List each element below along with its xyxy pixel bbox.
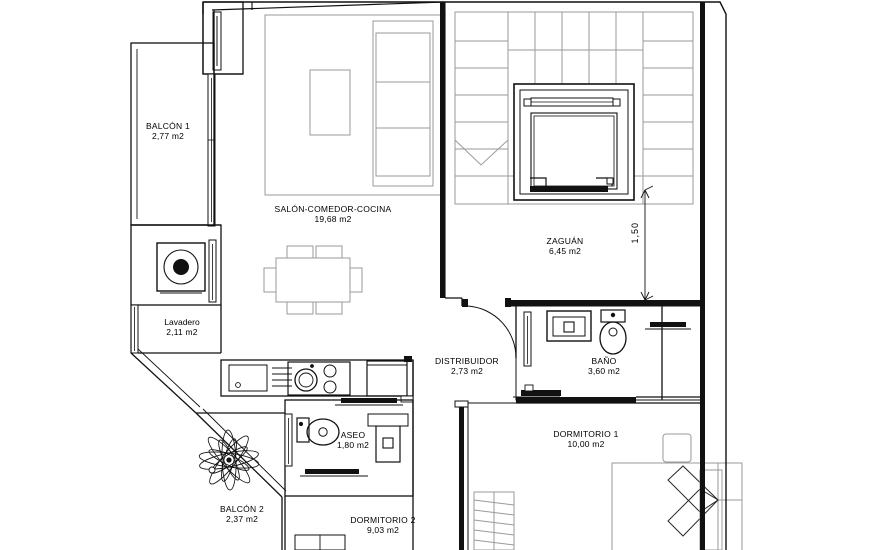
room-label-dormitorio2: DORMITORIO 2 9,03 m2 — [323, 515, 443, 536]
salon-zaguan-wall — [440, 2, 445, 298]
room-label-balcon2: BALCÓN 2 2,37 m2 — [192, 504, 292, 525]
left-diagonal-wall — [130, 352, 197, 414]
bed-pillows-icon — [667, 465, 719, 537]
room-label-balcon1: BALCÓN 1 2,77 m2 — [118, 121, 218, 142]
distribuidor-door-arc — [467, 305, 517, 359]
room-area: 1,80 m2 — [336, 440, 370, 451]
room-name: BALCÓN 2 — [219, 504, 265, 514]
room-label-bano: BAÑO 3,60 m2 — [554, 356, 654, 377]
room-label-aseo: ASEO 1,80 m2 — [313, 430, 393, 451]
outer-boundary — [203, 1, 727, 550]
room-name: DORMITORIO 2 — [350, 515, 416, 525]
sofa-icon — [372, 20, 434, 187]
central-wall — [459, 405, 464, 550]
sink-icon — [228, 364, 268, 392]
room-label-distribuidor: DISTRIBUIDOR 2,73 m2 — [407, 356, 527, 377]
room-name: SALÓN-COMEDOR-COCINA — [274, 204, 392, 214]
room-area: 19,68 m2 — [314, 214, 352, 225]
dimension-label-150: 1,50 — [630, 222, 640, 244]
lower-stair-icon — [473, 491, 515, 550]
zaguan-south-wall — [511, 300, 701, 306]
cooktop-icon — [287, 361, 351, 396]
room-area: 2,11 m2 — [166, 327, 198, 338]
room-name: ZAGUÁN — [546, 236, 584, 246]
refrigerator-icon — [366, 360, 408, 397]
nightstand-icon — [662, 433, 692, 463]
room-label-zaguan: ZAGUÁN 6,45 m2 — [515, 236, 615, 257]
room-label-salon: SALÓN-COMEDOR-COCINA 19,68 m2 — [253, 204, 413, 225]
room-area: 9,03 m2 — [366, 525, 400, 536]
wall-layer — [130, 1, 727, 550]
toilet-icon-bano — [599, 309, 627, 355]
right-party-wall — [700, 2, 705, 550]
aseo-shower-tray — [305, 469, 359, 474]
room-label-dormitorio1: DORMITORIO 1 10,00 m2 — [526, 429, 646, 450]
room-name: ASEO — [340, 430, 366, 440]
dorm1-north-wall — [516, 397, 636, 403]
room-area: 2,73 m2 — [450, 366, 484, 377]
kitchen-counter — [220, 359, 414, 397]
room-label-lavadero: Lavadero 2,11 m2 — [132, 317, 232, 338]
room-area: 3,60 m2 — [587, 366, 621, 377]
dining-table-icon — [263, 245, 363, 315]
room-name: DORMITORIO 1 — [553, 429, 619, 439]
room-name: BALCÓN 1 — [145, 121, 191, 131]
room-area: 10,00 m2 — [567, 439, 605, 450]
room-area: 2,37 m2 — [225, 514, 259, 525]
elevator-icon — [513, 83, 635, 201]
toilet-icon — [296, 417, 340, 446]
rug-icon — [264, 14, 446, 196]
room-area: 6,45 m2 — [548, 246, 582, 257]
room-name: DISTRIBUIDOR — [435, 356, 499, 366]
furniture-layer — [263, 11, 743, 550]
dimension-line-150 — [640, 185, 654, 301]
room-name: Lavadero — [164, 317, 200, 327]
bano-area — [515, 305, 663, 401]
vanity-icon — [546, 310, 592, 342]
facade-slope-top — [211, 1, 445, 11]
room-name: BAÑO — [591, 356, 617, 366]
room-area: 2,77 m2 — [151, 131, 185, 142]
potted-plant-icon — [198, 429, 260, 491]
